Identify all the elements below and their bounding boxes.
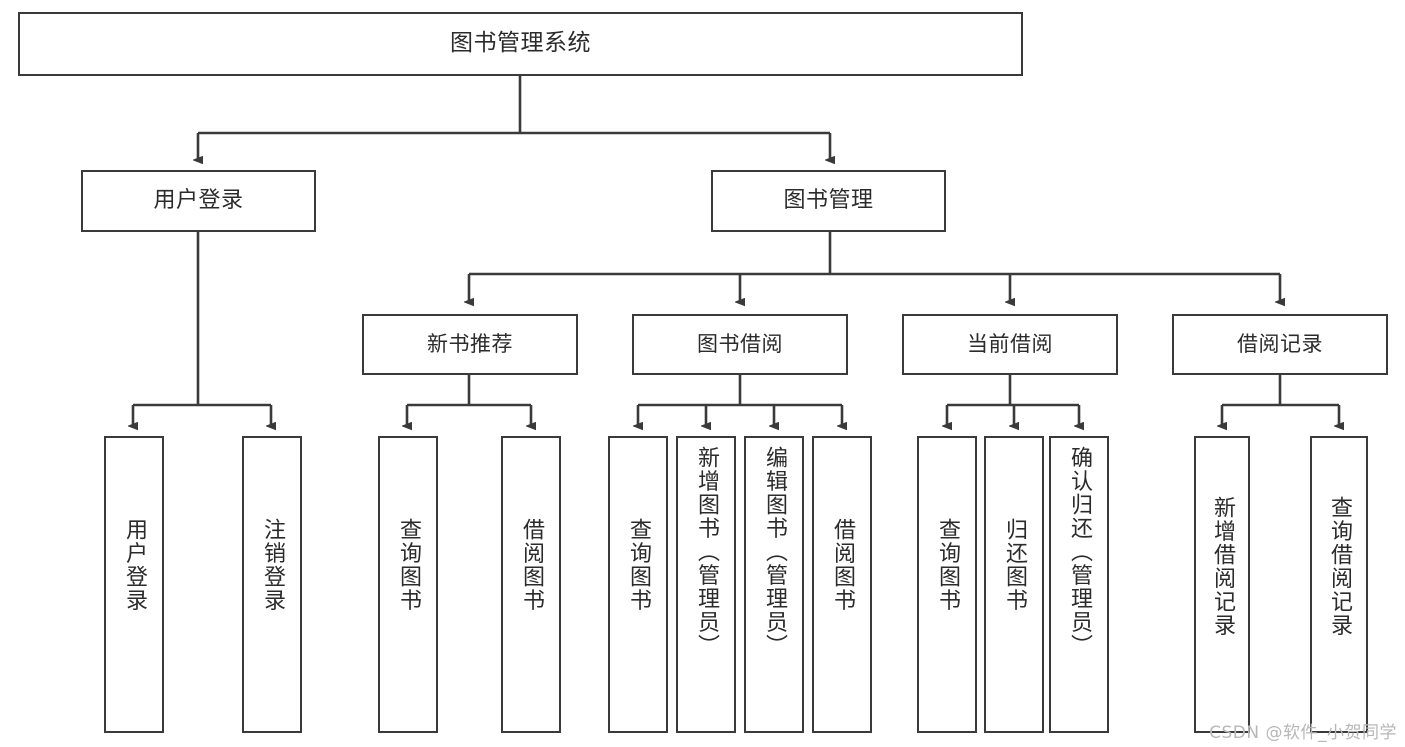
node-label: 查询图书 <box>626 518 651 612</box>
node-new-book-recommendation[interactable]: 新书推荐 <box>362 314 578 375</box>
node-label: 新增图书（管理员） <box>694 446 719 658</box>
node-user-login[interactable]: 用户登录 <box>81 170 316 232</box>
node-borrow-record[interactable]: 借阅记录 <box>1172 314 1388 375</box>
node-label: 图书管理系统 <box>450 30 591 57</box>
node-label: 借阅图书 <box>519 518 544 612</box>
leaf-borrow-book-newbook[interactable]: 借阅图书 <box>501 436 561 733</box>
node-label: 当前借阅 <box>967 332 1053 357</box>
leaf-return-book[interactable]: 归还图书 <box>984 436 1044 733</box>
node-label: 图书借阅 <box>697 332 783 357</box>
node-label: 用户登录 <box>122 518 147 612</box>
leaf-user-login[interactable]: 用户登录 <box>104 436 164 733</box>
node-label: 查询借阅记录 <box>1327 496 1352 637</box>
node-label: 新书推荐 <box>427 332 513 357</box>
node-label: 借阅图书 <box>830 518 855 612</box>
node-label: 确认归还（管理员） <box>1067 446 1092 658</box>
watermark: CSDN @软件_小贺同学 <box>1209 723 1397 743</box>
leaf-edit-book-admin[interactable]: 编辑图书（管理员） <box>744 436 804 733</box>
node-book-borrow[interactable]: 图书借阅 <box>632 314 848 375</box>
node-label: 图书管理 <box>783 188 874 214</box>
leaf-confirm-return-admin[interactable]: 确认归还（管理员） <box>1049 436 1109 733</box>
node-label: 查询图书 <box>396 518 421 612</box>
node-book-management[interactable]: 图书管理 <box>711 170 946 232</box>
leaf-borrow-book[interactable]: 借阅图书 <box>812 436 872 733</box>
leaf-query-book-current[interactable]: 查询图书 <box>917 436 977 733</box>
node-label: 编辑图书（管理员） <box>762 446 787 658</box>
node-label: 查询图书 <box>935 518 960 612</box>
leaf-query-book-newbook[interactable]: 查询图书 <box>378 436 438 733</box>
node-label: 借阅记录 <box>1237 332 1323 357</box>
leaf-query-borrow-record[interactable]: 查询借阅记录 <box>1310 436 1368 733</box>
leaf-query-book-borrow[interactable]: 查询图书 <box>608 436 668 733</box>
node-label: 新增借阅记录 <box>1210 496 1235 637</box>
leaf-add-borrow-record[interactable]: 新增借阅记录 <box>1194 436 1250 733</box>
node-label: 归还图书 <box>1002 518 1027 612</box>
leaf-add-book-admin[interactable]: 新增图书（管理员） <box>676 436 736 733</box>
node-label: 注销登录 <box>260 518 285 612</box>
leaf-logout[interactable]: 注销登录 <box>242 436 302 733</box>
node-label: 用户登录 <box>153 188 244 214</box>
node-root-book-management-system[interactable]: 图书管理系统 <box>18 12 1023 76</box>
node-current-borrow[interactable]: 当前借阅 <box>902 314 1118 375</box>
